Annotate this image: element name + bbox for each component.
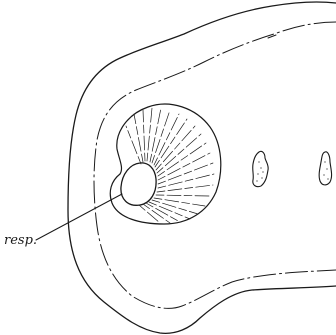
small-organ-1 [253, 151, 268, 186]
small-organ-2 [319, 152, 331, 185]
small-organ-2-stippling [323, 161, 328, 179]
inner-dashed-outline [94, 22, 336, 308]
central-pore [121, 163, 156, 205]
outer-body-outline [68, 2, 336, 333]
resp-label: resp. [4, 233, 37, 248]
small-organ-1-stippling [256, 161, 263, 181]
label-leader-line [36, 194, 122, 240]
